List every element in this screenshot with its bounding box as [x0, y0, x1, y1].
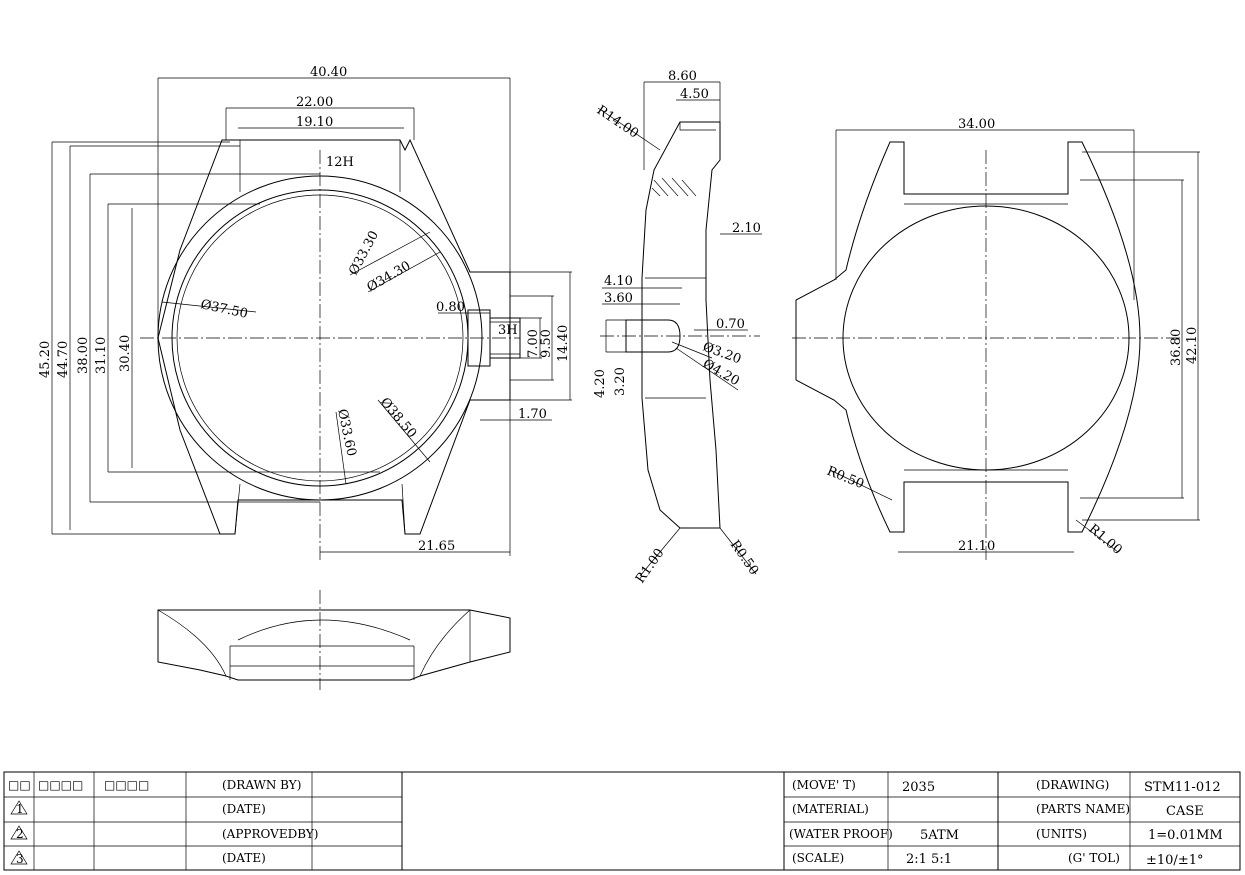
dim-r-1-00: R1.00 — [633, 546, 668, 586]
revision-mark-1: 1 — [10, 800, 28, 816]
dim-h-44-70: 44.70 — [56, 341, 71, 378]
svg-text:3: 3 — [16, 852, 24, 866]
dim-h-3-20: 3.20 — [613, 367, 628, 396]
dim-back-r-1-00: R1.00 — [1085, 522, 1124, 558]
label-date-2: (DATE) — [222, 851, 266, 865]
dim-h-38-00: 38.00 — [76, 337, 91, 374]
label-12h: 12H — [326, 155, 354, 170]
dim-dia-33-30: Ø33.30 — [346, 229, 382, 278]
header-col-1: □□ — [8, 778, 31, 792]
revision-mark-3: 3 — [10, 850, 28, 866]
dim-back-lug-bottom: 21.10 — [958, 539, 995, 554]
dim-dia-38-50: Ø38.50 — [377, 395, 419, 441]
value-scale: 2:1 5:1 — [906, 852, 952, 867]
dim-bezel-width: 4.50 — [680, 87, 709, 102]
dim-dia-34-30: Ø34.30 — [365, 259, 414, 296]
dim-overall-width: 40.40 — [310, 65, 347, 80]
dim-lug-outer: 22.00 — [296, 95, 333, 110]
dim-back-r-0-50: R0.50 — [825, 464, 867, 492]
dim-w-4-10: 4.10 — [604, 274, 633, 289]
label-drawing: (DRAWING) — [1036, 778, 1109, 792]
svg-text:1: 1 — [16, 802, 24, 816]
label-parts-name: (PARTS NAME) — [1036, 802, 1130, 816]
dim-back-h-42-10: 42.10 — [1185, 327, 1200, 364]
value-units: 1=0.01MM — [1148, 828, 1223, 843]
label-water-proof: (WATER PROOF) — [789, 827, 893, 841]
header-col-3: □□□□ — [104, 778, 149, 792]
dim-w-3-60: 3.60 — [604, 291, 633, 306]
value-tolerance: ±10/±1° — [1146, 853, 1203, 868]
label-movement: (MOVE' T) — [792, 778, 856, 792]
dim-lug-inner: 19.10 — [296, 115, 333, 130]
dim-h-30-40: 30.40 — [118, 335, 133, 372]
dim-crown-1-70: 1.70 — [518, 407, 547, 422]
dim-dia-37-50: Ø37.50 — [199, 297, 249, 322]
revision-mark-2: 2 — [10, 825, 28, 841]
label-date-1: (DATE) — [222, 802, 266, 816]
label-tolerance: (G' TOL) — [1068, 851, 1120, 865]
value-water-proof: 5ATM — [920, 828, 959, 843]
title-block: □□ □□□□ □□□□ 1 2 3 (DRAWN BY) (DATE) (AP… — [3, 771, 1241, 871]
dim-dia-33-60: Ø33.60 — [334, 408, 359, 458]
profile-view — [157, 590, 511, 690]
side-view: 8.60 4.50 R14.00 2.10 4.10 3.60 0.70 Ø3.… — [593, 69, 762, 586]
dim-back-width: 34.00 — [958, 117, 995, 132]
value-movement: 2035 — [902, 780, 935, 795]
label-3h: 3H — [498, 323, 518, 338]
svg-text:2: 2 — [16, 827, 24, 841]
header-col-2: □□□□ — [38, 778, 83, 792]
dim-h-31-10: 31.10 — [94, 337, 109, 374]
dim-w-0-70: 0.70 — [716, 317, 745, 332]
dim-half-width: 21.65 — [418, 539, 455, 554]
dim-back-h-36-80: 36.80 — [1169, 329, 1184, 366]
label-approved-by: (APPROVEDBY) — [222, 827, 318, 841]
dim-h-4-20: 4.20 — [593, 369, 608, 398]
label-scale: (SCALE) — [792, 851, 844, 865]
value-parts-name: CASE — [1166, 804, 1204, 819]
dim-crown-7-00: 7.00 — [526, 329, 541, 358]
label-material: (MATERIAL) — [792, 802, 869, 816]
dim-crown-14-40: 14.40 — [556, 325, 571, 362]
dim-w-2-10: 2.10 — [732, 221, 761, 236]
back-view: 34.00 36.80 42.10 21.10 R0.50 R1.00 — [792, 117, 1200, 560]
dim-r-14: R14.00 — [594, 103, 641, 142]
front-view: 40.40 22.00 19.10 45.20 44.70 38.00 31.1… — [38, 65, 572, 560]
dim-thickness: 8.60 — [668, 69, 697, 84]
value-drawing-number: STM11-012 — [1144, 780, 1221, 795]
label-drawn-by: (DRAWN BY) — [222, 778, 301, 792]
dim-crown-9-50: 9.50 — [539, 329, 554, 358]
dim-r-0-50: R0.50 — [727, 538, 762, 578]
dim-crown-0-80: 0.80 — [436, 300, 465, 315]
dim-h-45-20: 45.20 — [38, 341, 53, 378]
label-units: (UNITS) — [1036, 827, 1087, 841]
